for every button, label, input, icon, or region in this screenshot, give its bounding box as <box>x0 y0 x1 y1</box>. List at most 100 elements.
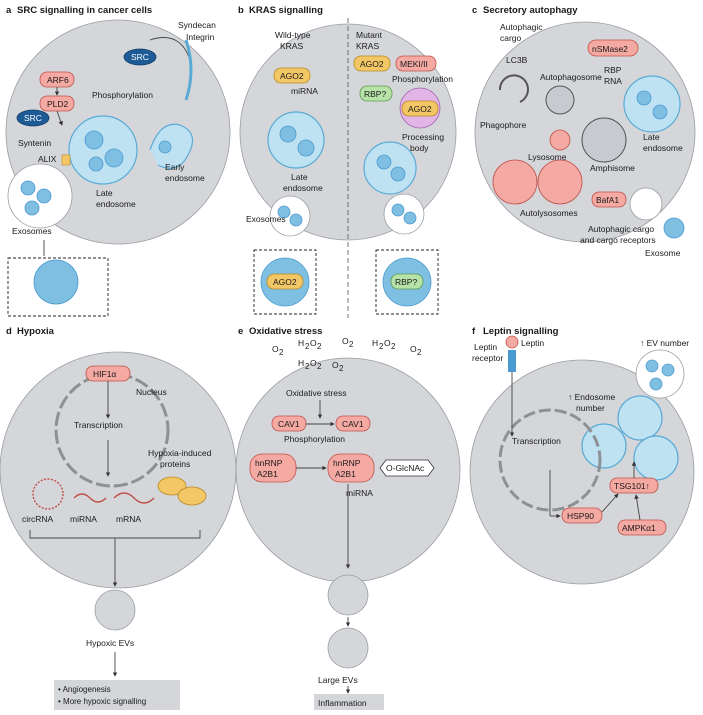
panel-c-rna: RNA <box>604 76 622 86</box>
panel-c-autophagic: Autophagic <box>500 22 543 32</box>
panel-e-inflammation-box <box>314 694 384 710</box>
panel-b-processing: Processing <box>402 132 444 142</box>
panel-b-exosome <box>391 203 405 217</box>
panel-c-phagophore-shape <box>498 74 529 103</box>
panel-b-mutant: Mutant <box>356 30 383 40</box>
panel-a-invagination <box>149 37 191 61</box>
panel-e-h2o2-b-sub2: 2 <box>391 342 396 351</box>
panel-b-ago2-pb-label: AGO2 <box>408 104 432 114</box>
panel-e-cav1-left-label: CAV1 <box>278 419 300 429</box>
panel-e-large-evs: Large EVs <box>318 675 358 685</box>
panel-d-protein-shape <box>177 486 207 506</box>
panel-d-outcome-1: • Angiogenesis <box>58 685 111 694</box>
panel-b-rbp-label: RBP? <box>364 89 386 99</box>
panel-e-inflammation: Inflammation <box>318 698 367 708</box>
panel-e-hnrnp-right <box>327 453 375 483</box>
panel-c-autophagic-cargo: Autophagic cargo <box>588 224 654 234</box>
panel-b-wt-late-endosome <box>267 111 325 169</box>
panel-e-o2-b: O <box>342 336 349 346</box>
panel-a-syntenin: Syntenin <box>18 138 51 148</box>
panel-f-letter: f <box>472 326 476 337</box>
panel-e-h2o2-c-h: H <box>298 358 304 368</box>
panel-a-exosomes: Exosomes <box>12 226 52 236</box>
panel-a-letter: a <box>6 5 12 16</box>
panel-f-endosome-shape <box>617 395 663 441</box>
panel-e: e Oxidative stress O 2 H 2 O 2 O 2 H 2 O… <box>235 326 461 710</box>
panel-b-phosphorylation: Phosphorylation <box>392 74 453 84</box>
panel-d-hypoxic-evs: Hypoxic EVs <box>86 638 134 648</box>
panel-e-o2-d: O <box>332 360 339 370</box>
panel-a-alix: ALIX <box>38 154 57 164</box>
panel-c: c Secretory autophagy Autophagic cargo L… <box>472 5 696 258</box>
panel-b-body: body <box>410 143 429 153</box>
panel-b-endosome: endosome <box>283 183 323 193</box>
panel-e-h2o2-a-o: O <box>310 338 317 348</box>
panel-a-ilv <box>158 140 172 154</box>
panel-a-title: SRC signalling in cancer cells <box>17 5 152 16</box>
panel-a-pld2-label: PLD2 <box>47 99 69 109</box>
panel-a-syndecan: Syndecan <box>178 20 216 30</box>
panel-d-nucleus-label: Nucleus <box>136 387 167 397</box>
panel-f-arrow <box>634 494 641 521</box>
panel-b-ago2-wt <box>273 67 311 84</box>
panel-e-cav1-right <box>335 415 371 432</box>
panel-f-endosome-shape <box>633 435 679 481</box>
panel-f-hsp90-label: HSP90 <box>567 511 594 521</box>
panel-d-mirna: miRNA <box>70 514 97 524</box>
panel-d-mirna-shape <box>73 493 107 503</box>
panel-f-endosome-1: ↑ Endosome <box>568 392 616 402</box>
panel-e-h2o2-b-sub1: 2 <box>379 342 384 351</box>
panel-c-lysosome-shape <box>549 129 571 151</box>
panel-a-inset <box>7 257 109 317</box>
panel-a-integrin: Integrin <box>186 32 215 42</box>
panel-e-o2-a: O <box>272 344 279 354</box>
panel-b-inset-mut <box>375 249 439 315</box>
panel-c-autolysosome-2 <box>537 159 583 205</box>
panel-e-o2-c-sub: 2 <box>417 348 422 357</box>
panel-a-src-top <box>123 48 157 66</box>
panel-b-rbp <box>359 85 393 102</box>
panel-c-rbp: RBP <box>604 65 622 75</box>
panel-e-h2o2-c-sub2: 2 <box>317 362 322 371</box>
panel-d-letter: d <box>6 326 12 337</box>
panel-e-o2-d-sub: 2 <box>339 364 344 373</box>
panel-c-phagophore: Phagophore <box>480 120 527 130</box>
panel-a-src-left <box>16 109 50 127</box>
panel-c-late: Late <box>643 132 660 142</box>
panel-f-ev-pocket <box>635 349 685 399</box>
panel-f-ev <box>645 359 659 373</box>
panel-e-o2-c: O <box>410 344 417 354</box>
panel-c-amphisome: Amphisome <box>590 163 635 173</box>
panel-d-hypoxic-ev-shape <box>94 589 136 631</box>
panel-e-letter: e <box>238 326 243 337</box>
panel-b-exosome <box>403 211 417 225</box>
panel-f-receptor-2: receptor <box>472 353 503 363</box>
panel-b-wt-kras: KRAS <box>280 41 303 51</box>
panel-a-integrin-shape <box>184 39 193 101</box>
panel-a-ilv <box>104 148 124 168</box>
panel-c-exosome-shape <box>663 217 685 239</box>
panel-d-protein-shape <box>157 476 187 496</box>
panel-d: d Hypoxia HIF1α Nucleus Transcription Hy… <box>0 326 237 710</box>
panel-c-autolysosome-1 <box>492 159 538 205</box>
panel-e-h2o2-b-o: O <box>384 338 391 348</box>
panel-e-h2o2-a-sub2: 2 <box>317 342 322 351</box>
panel-e-budding-ev <box>327 574 369 616</box>
panel-b-ago2-mut <box>353 55 391 72</box>
panel-a-arrow <box>56 110 63 126</box>
panel-b-inset-rbp-label: RBP? <box>395 277 417 287</box>
panel-b-ago2-wt-label: AGO2 <box>280 71 304 81</box>
panel-b-ago2-mut-label: AGO2 <box>360 59 384 69</box>
panel-a-src-left-label: SRC <box>24 113 42 123</box>
panel-f-endosome-shape <box>581 423 627 469</box>
panel-f-nucleus <box>498 408 602 512</box>
panel-d-outcome-box <box>54 680 180 710</box>
panel-b-ilv <box>279 125 297 143</box>
panel-d-title: Hypoxia <box>17 326 55 337</box>
panel-f-ampk-label: AMPKα1 <box>622 523 656 533</box>
panel-b-mek-label: MEKI/II <box>400 59 428 69</box>
panel-d-mrna: mRNA <box>116 514 141 524</box>
panel-c-ilv <box>652 104 668 120</box>
panel-a-alix-marker <box>61 154 71 166</box>
